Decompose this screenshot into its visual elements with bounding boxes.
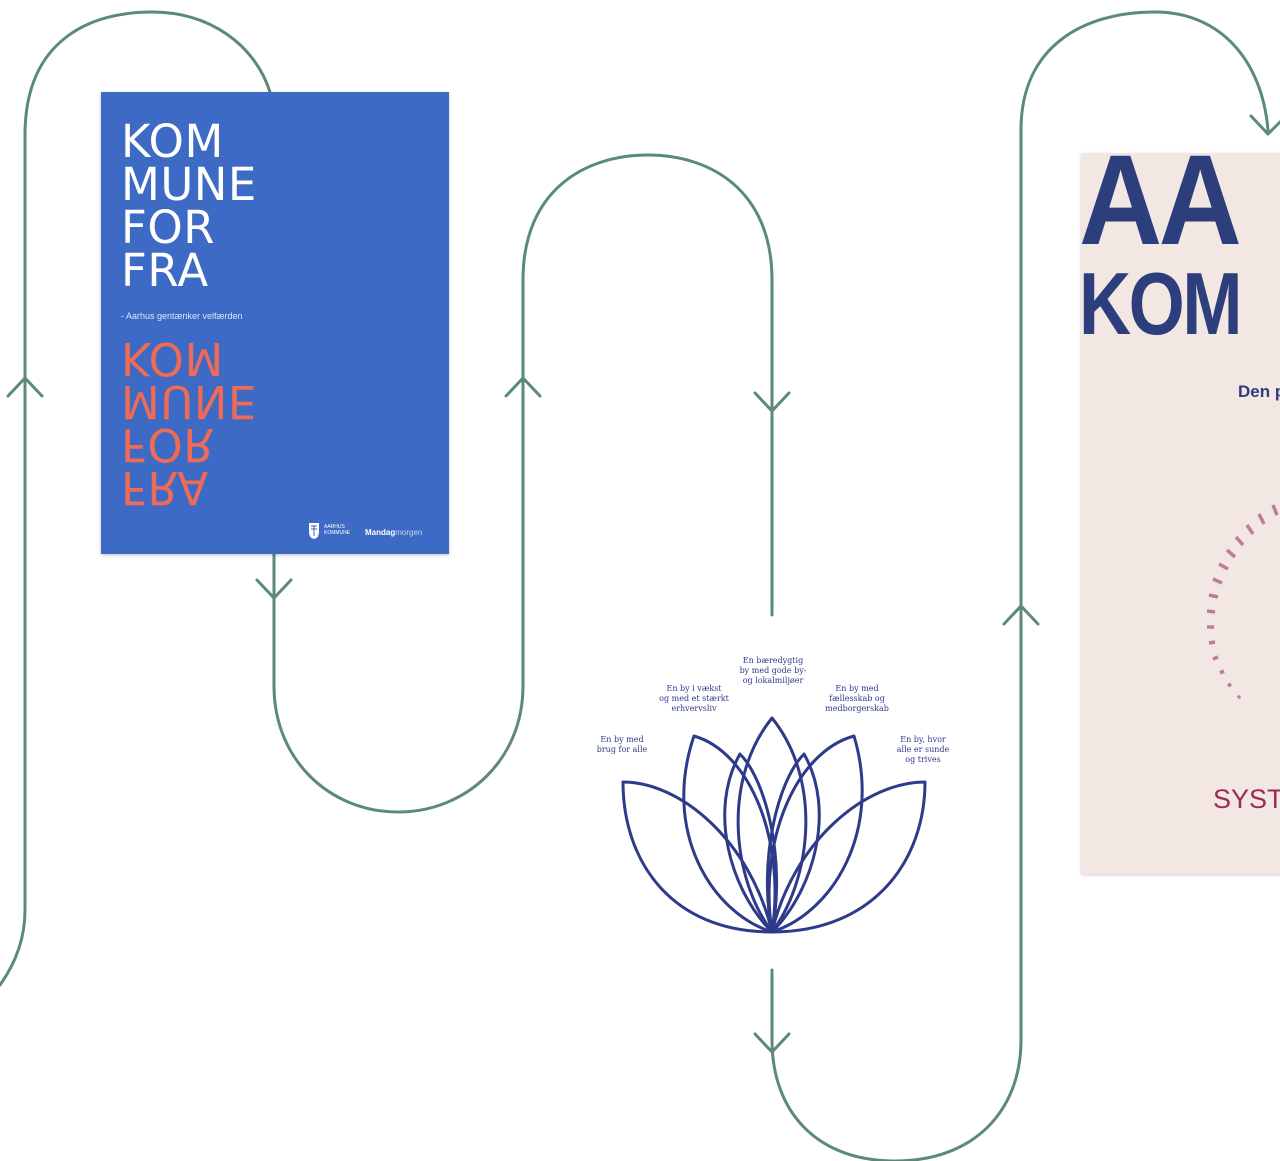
title-line: FRA	[121, 244, 209, 297]
flow-path-segment-u-bottom	[272, 153, 774, 814]
title-line: KOM	[121, 115, 224, 168]
aarhus-kommune-logo: AARHUS KOMMUNE	[308, 520, 350, 540]
arrow-down-icon	[753, 1032, 791, 1054]
mirrored-line: FRA	[121, 461, 209, 514]
book-title-line1: AA	[1081, 153, 1242, 272]
lotus-label-faellesskab: En by med fællesskab og medborgerskab	[825, 684, 889, 713]
logo-text: AARHUS KOMMUNE	[324, 524, 351, 536]
book-subtitle: - Aarhus gentænker velfærden	[121, 311, 243, 321]
publisher-bold: Mandag	[365, 528, 396, 537]
arrow-up-icon	[1002, 604, 1040, 626]
book-title: KOM MUNE FOR FRA	[121, 115, 257, 297]
flow-path-segment-lower	[770, 10, 1270, 1161]
publisher-light: morgen	[395, 528, 423, 537]
book-subtitle: Den p	[1238, 382, 1280, 401]
lotus-label-vaekst: En by i vækst og med et stærkt erhvervsl…	[659, 684, 729, 713]
lotus-petal-outer	[621, 780, 774, 934]
lotus-petal-center-left	[723, 752, 779, 934]
lotus-icon	[621, 716, 927, 934]
publisher-logo: Mandagmorgen	[365, 528, 422, 537]
lotus-label-baeredygtig: En bæredygtig by med gode by- og lokalmi…	[739, 656, 807, 685]
arrow-down-icon	[1249, 114, 1280, 136]
lotus-petal-side	[767, 734, 864, 934]
arrow-down-icon	[255, 578, 293, 600]
lotus-label-brug-for-alle: En by med brug for alle	[596, 735, 648, 754]
book-cover-kommune-for-fra: KOM MUNE FOR FRA - Aarhus gentænker velf…	[101, 92, 449, 554]
lotus-petal-center	[736, 716, 808, 934]
lotus-petal-outer	[770, 780, 927, 934]
lotus-label-sunde: En by, hvor alle er sunde og trives	[896, 735, 950, 764]
title-line: MUNE	[121, 158, 257, 211]
mirrored-line: MUNE	[121, 375, 257, 428]
book-bottom-text: SYST	[1213, 784, 1280, 814]
book-title-line2: KOM	[1081, 254, 1242, 353]
arrow-up-icon	[6, 376, 44, 398]
mirrored-line: FOR	[121, 418, 216, 471]
flow-path-segment-left	[0, 10, 272, 987]
mirrored-line: KOM	[121, 332, 224, 385]
mirrored-title: FRA FOR MUNE KOM	[121, 332, 257, 514]
dashed-dial-icon	[1206, 504, 1279, 700]
lotus-petal-side	[682, 734, 777, 934]
arrow-down-icon	[753, 391, 791, 413]
crest-icon	[309, 523, 319, 539]
lotus-petal-center-right	[765, 752, 821, 934]
book-cover-aarhus-kommune: AA KOM Den p SYST	[1081, 153, 1280, 874]
title-line: FOR	[121, 201, 216, 254]
arrow-up-icon	[504, 376, 542, 398]
